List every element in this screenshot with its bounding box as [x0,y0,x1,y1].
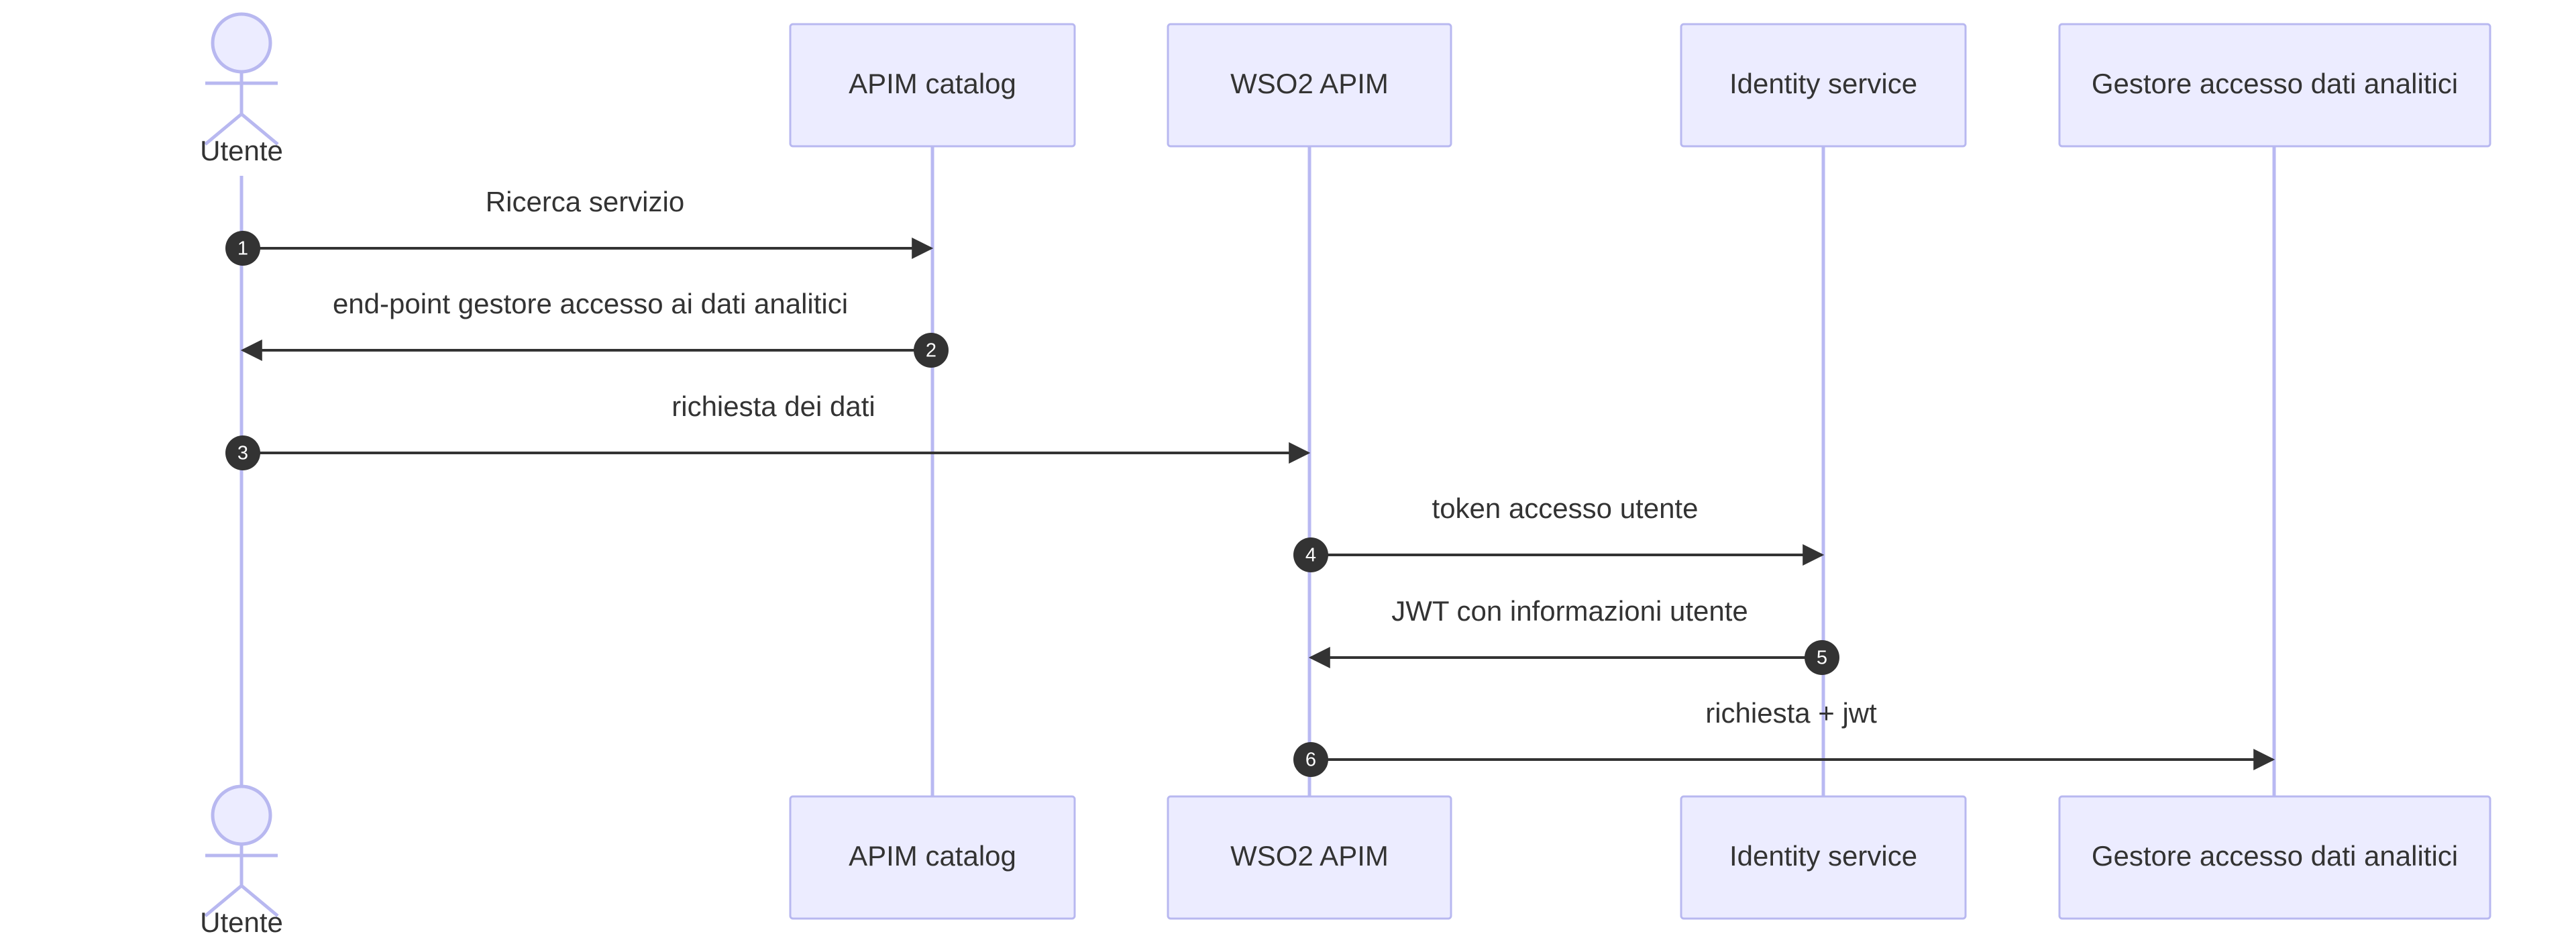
participant-box [1167,795,1452,920]
sequence-number-badge [1293,537,1328,572]
message-5: JWT con informazioni utente 5 [1308,595,1839,675]
participant-wso2-apim-bottom: WSO2 APIM [1167,795,1452,920]
message-label: token accesso utente [1432,492,1699,524]
message-3: richiesta dei dati 3 [225,391,1311,470]
participant-box [1167,23,1452,148]
sequence-number: 1 [237,238,248,260]
actor-label-top: Utente [200,135,283,166]
message-1: Ricerca servizio 1 [225,186,934,266]
message-label: richiesta + jwt [1705,697,1877,729]
participant-box [2058,795,2491,920]
participant-label: APIM catalog [849,68,1016,99]
actor-utente-top: Utente [200,12,283,166]
sequence-number: 5 [1817,647,1827,669]
actor-head-icon [211,12,272,74]
actor-label-bottom: Utente [200,906,283,934]
participant-label: Gestore accesso dati analitici [2092,840,2458,872]
sequence-number-badge [914,333,949,368]
participant-identity-service-bottom: Identity service [1680,795,1967,920]
message-label: end-point gestore accesso ai dati analit… [333,288,848,319]
participant-box [789,23,1076,148]
participant-box [789,795,1076,920]
participant-label: Identity service [1729,840,1917,872]
sequence-number-badge [1805,640,1839,675]
participant-wso2-apim-top: WSO2 APIM [1167,23,1452,148]
participant-box [1680,795,1967,920]
participant-label: WSO2 APIM [1230,840,1389,872]
message-6: richiesta + jwt 6 [1293,697,2275,777]
sequence-number: 6 [1305,749,1316,771]
participant-identity-service-top: Identity service [1680,23,1967,148]
actor-utente-bottom: Utente [200,784,283,934]
sequence-number: 4 [1305,545,1316,566]
message-label: JWT con informazioni utente [1391,595,1748,627]
message-4: token accesso utente 4 [1293,492,1825,572]
sequence-number-badge [225,231,260,266]
actor-head-icon [211,784,272,846]
sequence-number-badge [1293,742,1328,777]
message-label: richiesta dei dati [672,391,875,422]
participant-label: Identity service [1729,68,1917,99]
participant-gestore-top: Gestore accesso dati analitici [2058,23,2491,148]
message-label: Ricerca servizio [486,186,684,217]
participant-box [2058,23,2491,148]
participant-gestore-bottom: Gestore accesso dati analitici [2058,795,2491,920]
participant-label: APIM catalog [849,840,1016,872]
participant-label: WSO2 APIM [1230,68,1389,99]
participant-label: Gestore accesso dati analitici [2092,68,2458,99]
sequence-number: 3 [237,443,248,464]
sequence-number: 2 [926,340,936,362]
participant-box [1680,23,1967,148]
message-2: end-point gestore accesso ai dati analit… [240,288,949,368]
participant-apim-catalog-bottom: APIM catalog [789,795,1076,920]
participant-apim-catalog-top: APIM catalog [789,23,1076,148]
sequence-number-badge [225,435,260,470]
